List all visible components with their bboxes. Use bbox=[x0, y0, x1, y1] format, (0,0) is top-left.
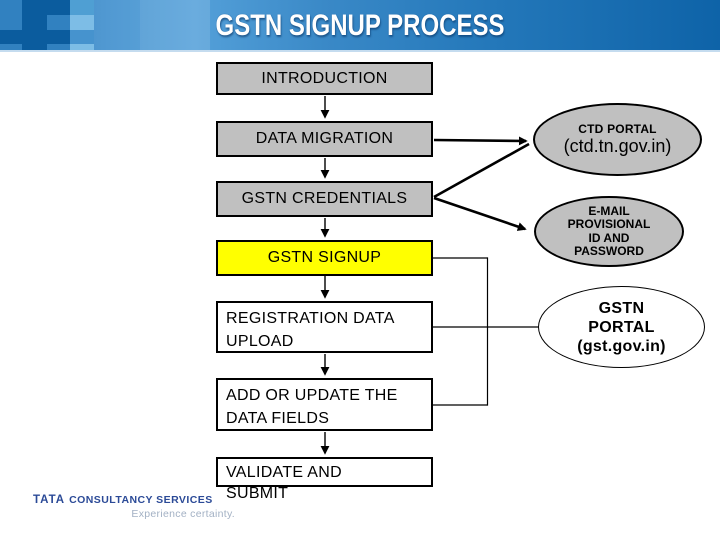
box-line: SUBMIT bbox=[226, 485, 289, 502]
ellipse-gstn-portal: GSTN PORTAL (gst.gov.in) bbox=[538, 286, 705, 368]
logo-square bbox=[70, 30, 94, 44]
flow-box-introduction: INTRODUCTION bbox=[216, 62, 433, 95]
flow-box-add-or-update-data-fields: ADD OR UPDATE THE DATA FIELDS bbox=[216, 378, 433, 431]
line-credentials-to-ctd-portal bbox=[433, 142, 530, 199]
logo-square bbox=[70, 0, 94, 15]
ellipse-line: ID AND bbox=[588, 230, 630, 245]
ellipse-title: CTD PORTAL bbox=[578, 122, 657, 136]
title-banner: GSTN SIGNUP PROCESS bbox=[0, 0, 720, 52]
flow-box-validate-and-submit: VALIDATE AND SUBMIT bbox=[216, 457, 433, 502]
logo-square bbox=[47, 0, 70, 15]
box-line: REGISTRATION DATA bbox=[226, 310, 395, 327]
ellipse-line: (gst.gov.in) bbox=[577, 337, 666, 355]
tcs-tagline: Experience certainty. bbox=[131, 508, 235, 520]
ellipse-line: E-MAIL bbox=[588, 203, 630, 218]
box-line: DATA FIELDS bbox=[226, 410, 330, 427]
box-line: VALIDATE AND bbox=[226, 464, 342, 481]
ellipse-email-provisional-id: E-MAIL PROVISIONAL ID AND PASSWORD bbox=[534, 196, 684, 267]
box-line: ADD OR UPDATE THE bbox=[226, 387, 398, 404]
logo-square bbox=[140, 0, 210, 50]
logo-square bbox=[94, 0, 140, 50]
flow-box-gstn-signup: GSTN SIGNUP bbox=[216, 240, 433, 276]
flow-box-registration-data-upload: REGISTRATION DATA UPLOAD bbox=[216, 301, 433, 353]
ellipse-line: PROVISIONAL bbox=[567, 217, 651, 231]
box-line: UPLOAD bbox=[226, 333, 294, 350]
logo-square bbox=[0, 30, 70, 44]
flow-box-data-migration: DATA MIGRATION bbox=[216, 121, 433, 157]
tcs-logo-rest: CONSULTANCY SERVICES bbox=[69, 494, 213, 506]
arrow-data-migration-to-ctd-portal bbox=[433, 136, 528, 146]
arrow-credentials-to-email bbox=[433, 196, 527, 231]
ellipse-line: GSTN bbox=[598, 299, 645, 317]
logo-square bbox=[70, 15, 94, 30]
flow-box-gstn-credentials: GSTN CREDENTIALS bbox=[216, 181, 433, 217]
page-title: GSTN SIGNUP PROCESS bbox=[215, 9, 505, 42]
logo-square bbox=[70, 44, 94, 50]
ellipse-subtitle: (ctd.tn.gov.in) bbox=[563, 136, 672, 156]
tcs-logo-tata: TATA bbox=[33, 494, 66, 506]
ellipse-line: PORTAL bbox=[588, 318, 655, 336]
ellipse-line: PASSWORD bbox=[574, 244, 644, 258]
ellipse-ctd-portal: CTD PORTAL (ctd.tn.gov.in) bbox=[533, 103, 702, 176]
